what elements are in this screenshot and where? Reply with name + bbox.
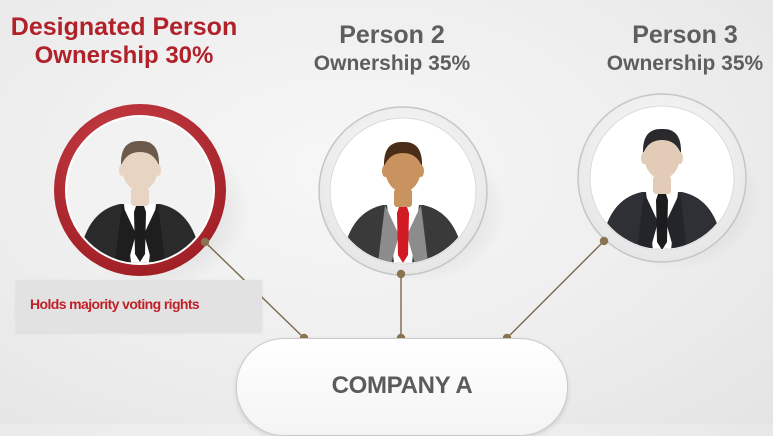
person-1-name: Designated Person [10,13,238,41]
company-label: COMPANY A [331,372,473,399]
businessman-red-tie-icon [341,141,465,263]
connector-dot [200,237,210,247]
diagram-canvas [54,93,760,343]
connector-dot [599,236,609,246]
person-3-name: Person 3 [632,21,738,49]
person-2-title: Person 2 Ownership 35% [262,20,522,77]
connector-line-3 [506,240,605,339]
person-2-avatar [318,106,506,284]
person-3-ownership: Ownership 35% [606,52,764,75]
person-3-avatar [577,93,760,270]
person-1-title: Designated Person Ownership 30% [0,12,254,69]
person-2-ownership: Ownership 35% [313,52,471,75]
ownership-diagram: Designated Person Ownership 30% Person 2… [0,12,773,436]
callout-text: Holds majority voting rights [30,296,200,312]
businessman-icon [78,140,202,263]
person-2-name: Person 2 [339,21,445,49]
person-3-title: Person 3 Ownership 35% [555,20,773,77]
person-1-avatar [54,104,250,288]
voting-rights-callout: Holds majority voting rights [16,280,262,332]
person-1-ownership: Ownership 30% [34,42,214,69]
connector-dot [396,269,406,279]
company-node: COMPANY A [236,338,568,436]
businessman-dark-suit-icon [600,128,724,249]
